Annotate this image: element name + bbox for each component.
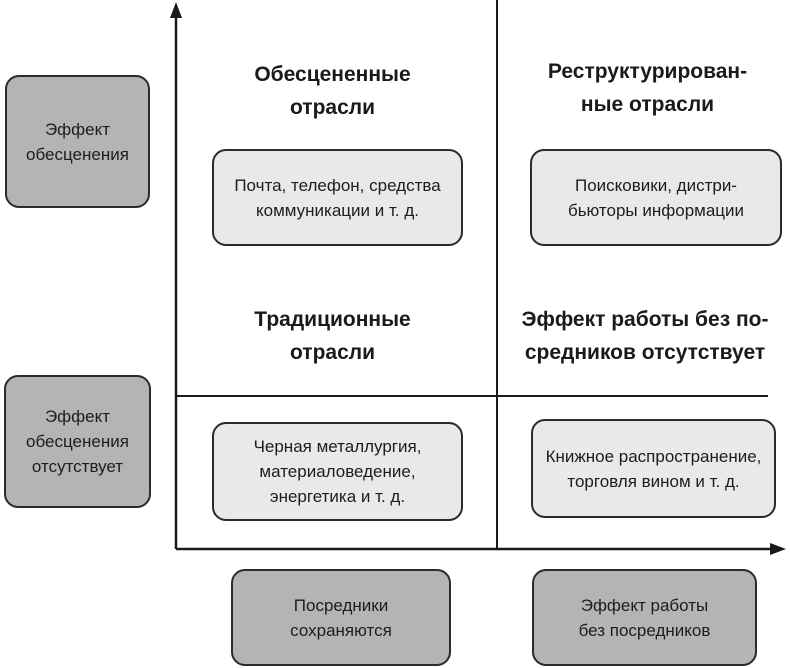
quadrant-title-traditional-industries: Традиционные отрасли bbox=[254, 308, 411, 364]
y-axis-label-no-devaluation: Эффект обесценения отсутствует bbox=[4, 375, 151, 508]
x-axis-arrowhead bbox=[770, 543, 786, 555]
quadrant-title-no-disintermediation: Эффект работы без по- средников отсутств… bbox=[521, 308, 769, 364]
quadrant-title-devalued-industries: Обесцененные отрасли bbox=[254, 63, 411, 119]
examples-devalued-industries: Почта, телефон, средства коммуникации и … bbox=[212, 149, 463, 246]
examples-no-disintermediation: Книжное распространение, торговля вином … bbox=[531, 419, 776, 518]
quadrant-title-restructured-industries: Реструктурирован- ные отрасли bbox=[547, 60, 748, 116]
y-axis-arrowhead bbox=[170, 2, 182, 18]
x-axis-label-intermediaries-kept: Посредники сохраняются bbox=[231, 569, 451, 666]
y-axis-label-devaluation: Эффект обесценения bbox=[5, 75, 150, 208]
examples-traditional-industries: Черная металлургия, материаловедение, эн… bbox=[212, 422, 463, 521]
x-axis-label-disintermediation: Эффект работы без посредников bbox=[532, 569, 757, 666]
examples-restructured-industries: Поисковики, дистри- бьюторы информации bbox=[530, 149, 782, 246]
